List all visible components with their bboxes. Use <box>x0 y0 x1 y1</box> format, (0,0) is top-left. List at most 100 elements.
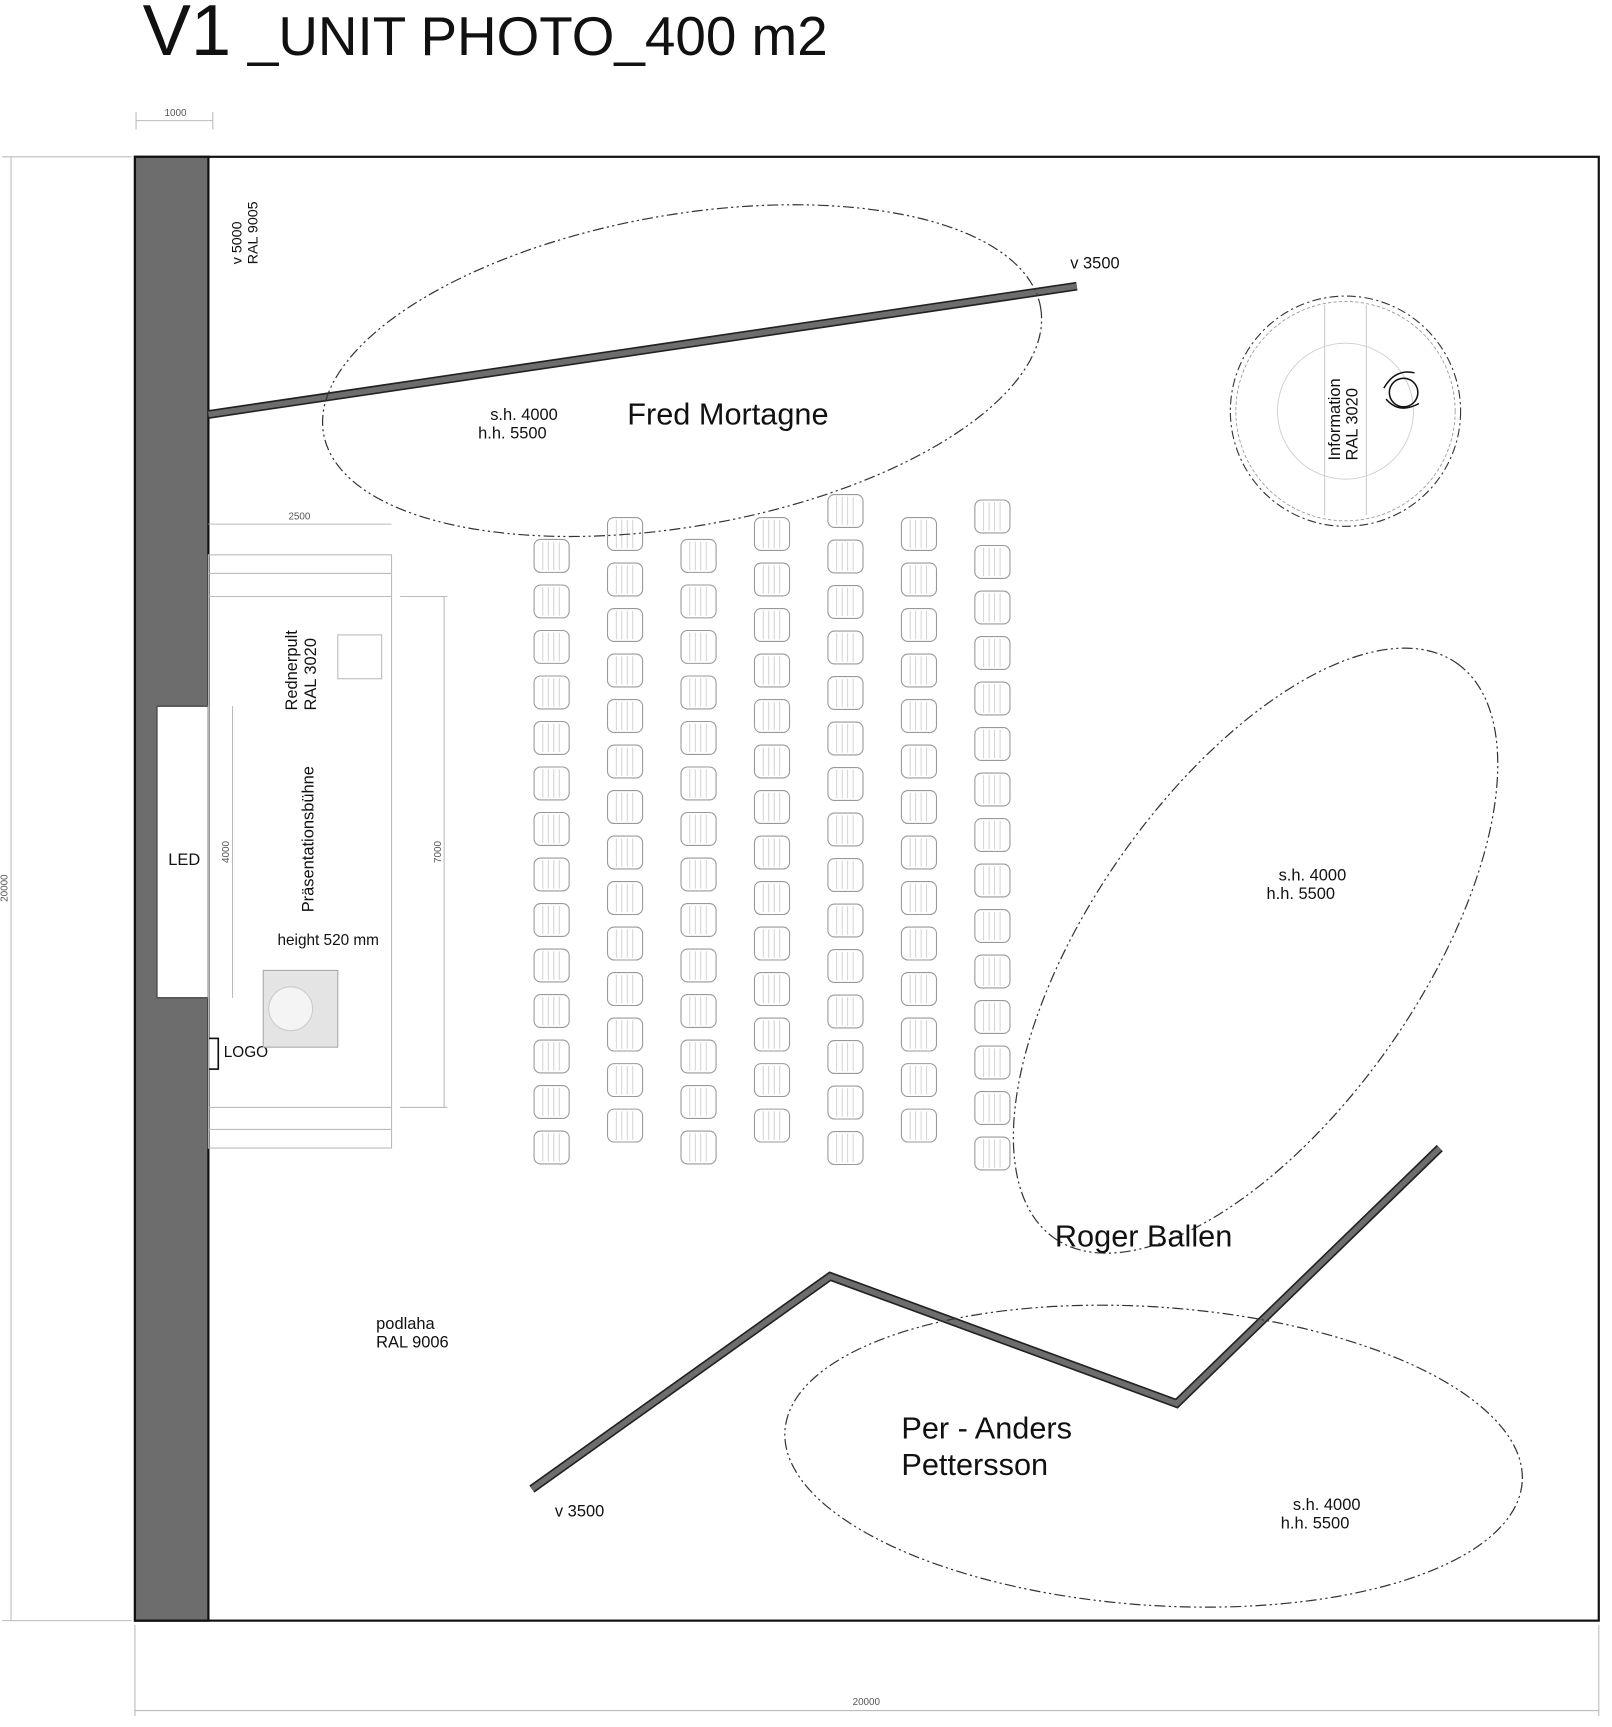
chair <box>680 629 717 664</box>
exhibit-sh-per-anders-pettersson: s.h. 4000 <box>1293 1496 1361 1514</box>
chair <box>680 948 717 983</box>
chair <box>900 926 938 961</box>
chair <box>533 584 570 619</box>
chair <box>900 972 938 1007</box>
svg-text:RAL 9005: RAL 9005 <box>246 201 262 264</box>
chair <box>606 790 644 825</box>
chair <box>753 653 791 688</box>
chair <box>974 1091 1011 1126</box>
chair <box>974 499 1011 534</box>
chair <box>533 1084 570 1119</box>
led-label: LED <box>168 851 200 869</box>
person-icon <box>1383 371 1420 409</box>
chair <box>533 993 570 1028</box>
chair <box>827 493 864 528</box>
chair <box>974 1000 1011 1035</box>
wall-bottom-height-label: v 3500 <box>555 1502 604 1520</box>
chair <box>606 926 644 961</box>
chair <box>533 902 570 937</box>
lectern-label: Rednerpult RAL 3020 <box>283 630 320 711</box>
svg-text:RAL 3020: RAL 3020 <box>1344 388 1362 461</box>
chair <box>900 1108 938 1143</box>
chair <box>533 1130 570 1165</box>
chair <box>827 767 864 801</box>
svg-text:RAL 3020: RAL 3020 <box>302 638 320 711</box>
svg-text:RAL 9006: RAL 9006 <box>376 1334 449 1352</box>
chair <box>680 766 717 801</box>
chair <box>606 562 644 597</box>
led-screen <box>156 705 210 999</box>
dimension-wall-thickness: 1000 <box>135 108 214 130</box>
chair <box>827 1085 864 1120</box>
exhibit-hh-per-anders-pettersson: h.h. 5500 <box>1281 1515 1350 1533</box>
chair <box>827 584 864 619</box>
presentation-stage <box>207 523 448 1149</box>
svg-text:20000: 20000 <box>0 874 11 902</box>
chair <box>974 954 1011 989</box>
chair <box>827 949 864 984</box>
chair <box>533 948 570 983</box>
chair <box>900 1063 938 1098</box>
chair <box>974 772 1011 807</box>
chair <box>606 972 644 1007</box>
svg-text:Rednerpult: Rednerpult <box>283 630 301 711</box>
chair <box>533 629 570 664</box>
partition-wall-top <box>207 281 1078 419</box>
exhibit-title-per-anders-pettersson-line2: Pettersson <box>901 1447 1048 1482</box>
chair <box>900 790 938 825</box>
chair <box>900 835 938 870</box>
chair <box>753 608 791 643</box>
chair <box>900 653 938 688</box>
chair <box>974 817 1011 852</box>
chair <box>753 1063 791 1098</box>
chair <box>753 790 791 825</box>
chair <box>533 766 570 801</box>
title-version: V1 <box>143 0 232 71</box>
chair <box>753 1017 791 1052</box>
chair <box>827 812 864 847</box>
chair <box>680 584 717 619</box>
chair <box>974 909 1011 943</box>
stage-width-dimension: 2500 <box>288 512 310 523</box>
chair <box>974 544 1011 579</box>
logo-label: LOGO <box>224 1044 268 1061</box>
chair <box>680 675 717 710</box>
seating-rows <box>533 493 1011 1171</box>
chair <box>827 1131 864 1166</box>
chair <box>974 635 1011 670</box>
chair <box>827 721 864 756</box>
stage-height-label: height 520 mm <box>277 932 379 949</box>
chair <box>974 1136 1011 1171</box>
floor-label: podlaha RAL 9006 <box>376 1315 449 1352</box>
exhibit-title-fred-mortagne: Fred Mortagne <box>627 396 828 431</box>
partition-wall-bottom <box>529 1144 1443 1493</box>
chair <box>606 1108 644 1143</box>
chair <box>974 590 1011 625</box>
chair <box>606 699 644 734</box>
chair <box>900 608 938 643</box>
chair <box>680 720 717 755</box>
chair <box>974 863 1011 898</box>
svg-text:v 5000: v 5000 <box>229 221 245 264</box>
chair <box>974 681 1011 716</box>
chair <box>606 653 644 688</box>
chair <box>753 699 791 734</box>
chair <box>827 903 864 938</box>
chair <box>827 675 864 710</box>
chair <box>827 858 864 893</box>
chair <box>533 811 570 846</box>
chair <box>900 881 938 916</box>
chair <box>753 517 791 551</box>
chair <box>827 1040 864 1075</box>
chair <box>900 562 938 597</box>
chair <box>753 881 791 916</box>
chair <box>606 1017 644 1052</box>
stage-length-dimension: 7000 <box>433 841 444 863</box>
exhibit-sh-fred-mortagne: s.h. 4000 <box>490 406 558 424</box>
back-wall-label: v 5000 RAL 9005 <box>229 201 261 264</box>
chair <box>753 926 791 961</box>
dimension-total-width: 20000 <box>134 1625 1600 1717</box>
led-length-dimension: 4000 <box>221 841 232 863</box>
exhibit-sh-roger-ballen: s.h. 4000 <box>1279 866 1347 884</box>
